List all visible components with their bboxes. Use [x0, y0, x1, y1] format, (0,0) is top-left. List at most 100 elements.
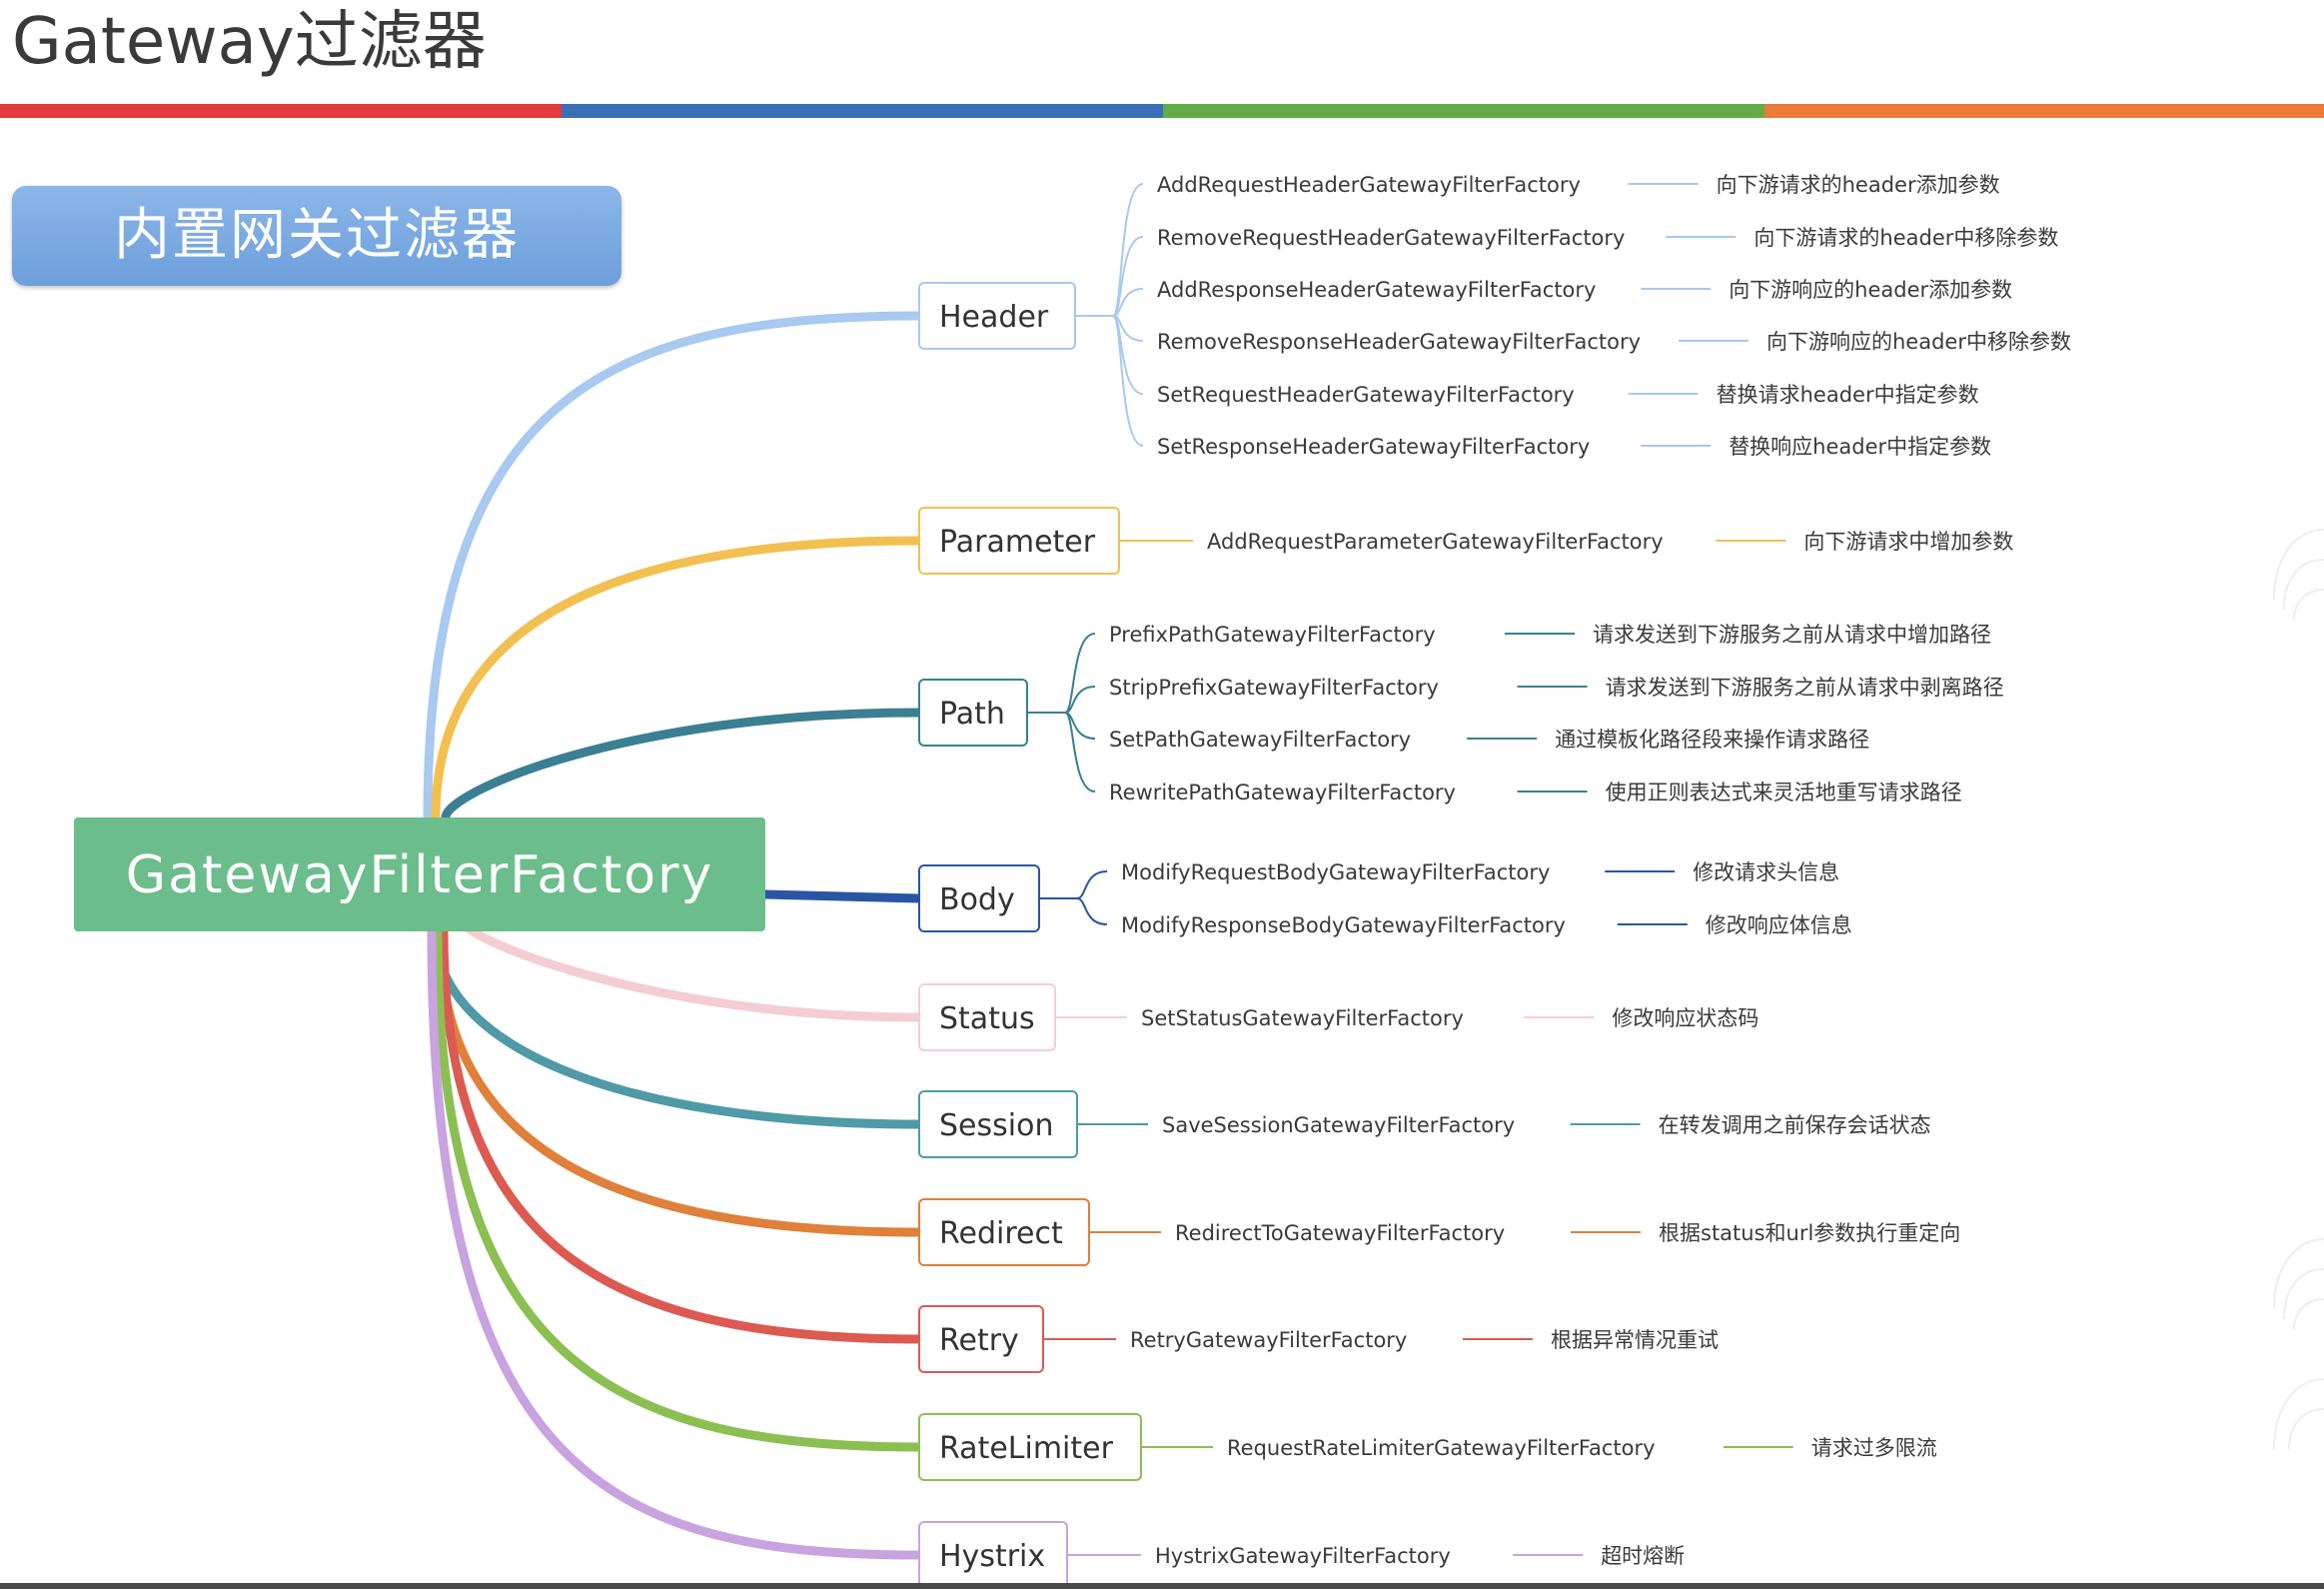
branch-label-retry: Retry	[939, 1323, 1019, 1358]
filter-description: 请求发送到下游服务之前从请求中剥离路径	[1606, 676, 2004, 700]
branch-node-hystrix[interactable]: Hystrix	[918, 1521, 1068, 1589]
branch-node-redirect[interactable]: Redirect	[918, 1198, 1090, 1266]
filter-description: 向下游响应的header添加参数	[1729, 278, 2012, 302]
filter-factory-name: SetRequestHeaderGatewayFilterFactory	[1157, 383, 1575, 407]
branch-connectors	[423, 183, 1793, 1560]
filter-factory-name: SetStatusGatewayFilterFactory	[1141, 1006, 1464, 1030]
branch-node-box	[918, 864, 1040, 932]
branch-label-status: Status	[939, 1001, 1035, 1036]
branch-curve-ratelimiter	[433, 926, 924, 1452]
branch-curve-status	[461, 919, 924, 1022]
section-label: 内置网关过滤器	[12, 186, 621, 286]
filter-description: 修改响应状态码	[1612, 1006, 1758, 1030]
filter-description: 向下游请求中增加参数	[1803, 530, 2013, 554]
leaf-bracket	[1076, 870, 1108, 899]
filter-description: 在转发调用之前保存会话状态	[1659, 1113, 1931, 1137]
filter-factory-name: PrefixPathGatewayFilterFactory	[1109, 623, 1436, 647]
branch-node-retry[interactable]: Retry	[918, 1305, 1044, 1373]
filter-factory-name: RedirectToGatewayFilterFactory	[1175, 1221, 1505, 1245]
filter-description: 向下游响应的header中移除参数	[1766, 330, 2071, 354]
leaf-bracket	[1112, 236, 1144, 317]
branch-curve-header	[423, 311, 924, 822]
filter-factory-name: HystrixGatewayFilterFactory	[1155, 1544, 1451, 1568]
branch-curve-parameter	[431, 536, 924, 822]
filter-description: 修改请求头信息	[1693, 860, 1839, 884]
branch-label-header: Header	[939, 300, 1049, 335]
leaf-bracket	[1064, 686, 1096, 714]
branch-curve-hystrix	[427, 926, 924, 1560]
branch-node-body[interactable]: Body	[918, 864, 1040, 932]
filter-factory-name: StripPrefixGatewayFilterFactory	[1109, 676, 1439, 700]
filter-factory-name: AddRequestParameterGatewayFilterFactory	[1207, 530, 1664, 554]
branch-label-parameter: Parameter	[939, 525, 1096, 560]
filter-factory-name: ModifyResponseBodyGatewayFilterFactory	[1121, 913, 1566, 937]
branch-node-path[interactable]: Path	[918, 679, 1028, 747]
branch-node-parameter[interactable]: Parameter	[918, 507, 1120, 575]
branch-node-box	[918, 1198, 1090, 1266]
accent-bar-orange	[1764, 104, 2324, 118]
branch-node-session[interactable]: Session	[918, 1090, 1078, 1158]
filter-factory-name: RewritePathGatewayFilterFactory	[1109, 781, 1456, 804]
leaf-bracket	[1064, 633, 1096, 714]
branch-curve-redirect	[435, 926, 924, 1237]
branch-node-box	[918, 507, 1120, 575]
accent-bar-red	[0, 104, 562, 118]
decorative-arcs	[2273, 529, 2324, 1450]
branch-node-box	[918, 282, 1076, 350]
filter-description: 使用正则表达式来灵活地重写请求路径	[1606, 781, 1962, 804]
filter-description: 根据status和url参数执行重定向	[1659, 1221, 1960, 1245]
filter-description: 修改响应体信息	[1706, 913, 1852, 937]
page-title: Gateway过滤器	[12, 5, 487, 79]
branch-node-status[interactable]: Status	[918, 983, 1056, 1051]
filter-factory-name: SetPathGatewayFilterFactory	[1109, 728, 1411, 752]
filter-description: 通过模板化路径段来操作请求路径	[1555, 728, 1869, 752]
filter-factory-name: AddResponseHeaderGatewayFilterFactory	[1157, 278, 1596, 302]
filter-description: 替换请求header中指定参数	[1717, 383, 1979, 407]
filter-factory-name: RemoveResponseHeaderGatewayFilterFactory	[1157, 330, 1641, 354]
filter-description: 请求发送到下游服务之前从请求中增加路径	[1593, 623, 1991, 647]
filter-description: 向下游请求的header中移除参数	[1753, 226, 2058, 250]
filter-description: 替换响应header中指定参数	[1729, 435, 1991, 459]
branch-node-box	[918, 1305, 1044, 1373]
root-label: GatewayFilterFactory	[126, 845, 713, 905]
filter-factory-name: SaveSessionGatewayFilterFactory	[1162, 1113, 1515, 1137]
branch-curve-session	[431, 926, 924, 1129]
filter-description: 请求过多限流	[1811, 1436, 1937, 1460]
branch-nodes: Header AddRequestHeaderGatewayFilterFacto…	[918, 173, 2071, 1589]
branch-label-redirect: Redirect	[939, 1216, 1063, 1251]
filter-factory-name: AddRequestHeaderGatewayFilterFactory	[1157, 173, 1581, 197]
branch-node-box	[918, 1090, 1078, 1158]
leaf-bracket	[1112, 183, 1144, 317]
filter-description: 向下游请求的header添加参数	[1717, 173, 2000, 197]
root-node[interactable]: GatewayFilterFactory	[74, 817, 765, 931]
branch-label-body: Body	[939, 882, 1015, 917]
filter-factory-name: ModifyRequestBodyGatewayFilterFactory	[1121, 860, 1550, 884]
filter-factory-name: RequestRateLimiterGatewayFilterFactory	[1227, 1436, 1656, 1460]
accent-bar-green	[1163, 104, 1764, 118]
branch-label-session: Session	[939, 1108, 1053, 1143]
branch-node-box	[918, 983, 1056, 1051]
branch-curve-retry	[439, 926, 924, 1344]
branch-label-hystrix: Hystrix	[939, 1539, 1045, 1574]
branch-node-header[interactable]: Header	[918, 282, 1076, 350]
branch-node-box	[918, 679, 1028, 747]
accent-bar-blue	[562, 104, 1163, 118]
leaf-bracket	[1112, 288, 1144, 317]
branch-curve-path	[441, 708, 924, 822]
leaf-bracket	[1076, 897, 1108, 925]
leaf-bracket	[1112, 315, 1144, 447]
branch-curve-body	[760, 889, 924, 903]
branch-node-box	[918, 1413, 1142, 1481]
root-node-box	[74, 817, 765, 931]
filter-factory-name: RetryGatewayFilterFactory	[1130, 1328, 1407, 1352]
filter-description: 超时熔断	[1601, 1544, 1685, 1568]
branch-label-path: Path	[939, 697, 1005, 732]
filter-factory-name: SetResponseHeaderGatewayFilterFactory	[1157, 435, 1590, 459]
filter-description: 根据异常情况重试	[1551, 1328, 1719, 1352]
bottom-rule	[0, 1583, 2324, 1589]
filter-factory-name: RemoveRequestHeaderGatewayFilterFactory	[1157, 226, 1625, 250]
branch-label-ratelimiter: RateLimiter	[939, 1431, 1114, 1466]
branch-node-ratelimiter[interactable]: RateLimiter	[918, 1413, 1142, 1481]
leaf-bracket	[1064, 712, 1096, 793]
